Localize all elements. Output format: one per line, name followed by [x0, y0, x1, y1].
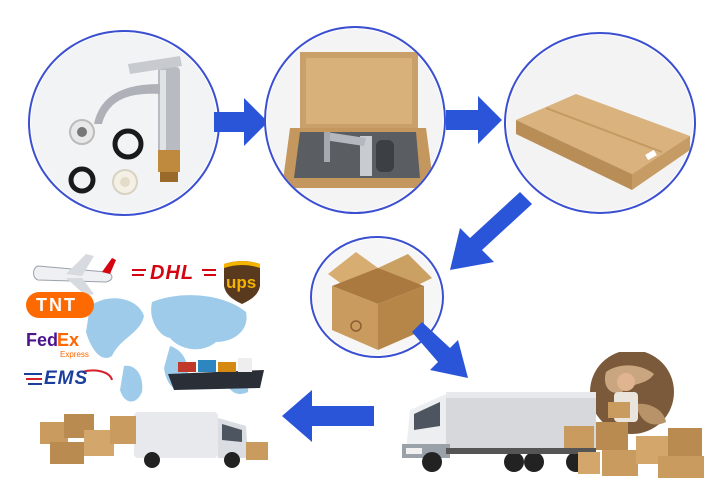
courier-icon: [608, 373, 638, 422]
fedex-logo: Fed Ex Express: [26, 330, 96, 360]
tnt-logo: TNT: [26, 292, 94, 318]
ems-logo: EMS: [24, 366, 114, 392]
arrow-icon: [450, 192, 532, 270]
logistics-world-scene: [20, 246, 278, 474]
van-icon: [134, 412, 248, 468]
step-faucet-circle: [28, 30, 220, 216]
carton-icon: [328, 252, 432, 350]
ups-logo: ups: [222, 260, 262, 304]
fedex-logo-ex: Ex: [57, 330, 80, 350]
closed-box-icon: [516, 94, 690, 190]
step-open-box-circle: [264, 26, 446, 214]
arrow-icon: [214, 98, 268, 146]
truck-delivery-scene: [396, 350, 714, 482]
ems-logo-text: EMS: [44, 368, 89, 389]
fedex-logo-fed: Fed: [26, 330, 59, 350]
arrow-icon: [282, 390, 374, 442]
dhl-logo: DHL: [132, 262, 216, 286]
open-box-icon: [282, 52, 434, 188]
step-closed-box-circle: [504, 32, 696, 214]
arrow-icon: [412, 322, 468, 378]
fedex-logo-sub: Express: [60, 350, 89, 359]
ups-logo-text: ups: [226, 273, 257, 292]
dhl-logo-text: DHL: [150, 262, 195, 284]
ship-icon: [168, 358, 264, 390]
airplane-icon: [33, 254, 116, 296]
tnt-logo-text: TNT: [36, 295, 77, 315]
faucet-icon: [68, 56, 182, 195]
step-carton-circle: [310, 236, 444, 358]
arrow-icon: [446, 96, 502, 144]
